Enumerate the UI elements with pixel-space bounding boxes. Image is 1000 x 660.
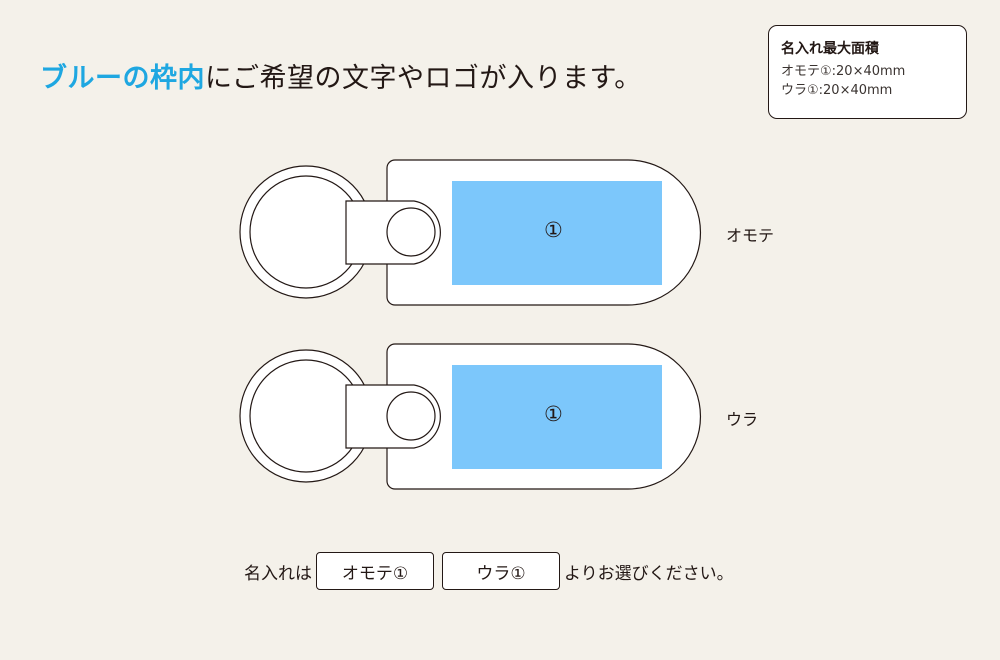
max-area-info-box: 名入れ最大面積 オモテ①:20×40mm ウラ①:20×40mm bbox=[768, 25, 967, 119]
info-box-title: 名入れ最大面積 bbox=[781, 41, 879, 57]
info-line-front: オモテ①:20×40mm bbox=[781, 64, 906, 79]
option-front-button[interactable]: オモテ① bbox=[316, 552, 434, 590]
selection-suffix: よりお選びください。 bbox=[564, 563, 734, 584]
keychain-back-diagram bbox=[239, 343, 702, 490]
tab-hole bbox=[386, 207, 436, 257]
side-label-back: ウラ bbox=[726, 410, 759, 429]
area-marker-back: ① bbox=[544, 402, 563, 426]
side-label-front: オモテ bbox=[726, 226, 775, 245]
area-marker-front: ① bbox=[544, 218, 563, 242]
option-back-button[interactable]: ウラ① bbox=[442, 552, 560, 590]
selection-instruction: 名入れは オモテ① ウラ① よりお選びください。 bbox=[244, 552, 734, 590]
selection-prefix: 名入れは bbox=[244, 563, 312, 584]
headline: ブルーの枠内にご希望の文字やロゴが入ります。 bbox=[40, 56, 642, 95]
headline-rest: にご希望の文字やロゴが入ります。 bbox=[205, 63, 642, 94]
keychain-front-diagram bbox=[239, 159, 702, 306]
engraving-area bbox=[452, 181, 662, 285]
info-line-back: ウラ①:20×40mm bbox=[781, 83, 893, 98]
headline-accent: ブルーの枠内 bbox=[40, 63, 205, 94]
